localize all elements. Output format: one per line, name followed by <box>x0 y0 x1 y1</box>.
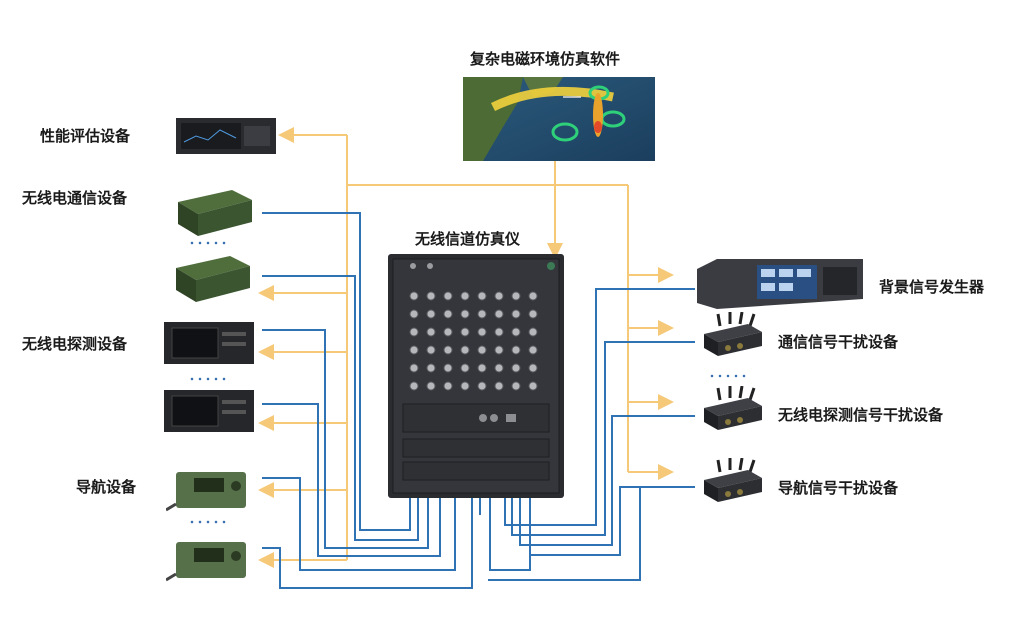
comm-jammer-device <box>704 312 762 356</box>
connector-port <box>528 363 538 373</box>
connector-port <box>460 381 470 391</box>
connector-port <box>426 363 436 373</box>
connector-port <box>511 309 521 319</box>
connector-port <box>409 309 419 319</box>
nav-jammer-device <box>704 458 762 502</box>
connector-port <box>443 381 453 391</box>
connector-port <box>443 363 453 373</box>
connector-port <box>511 363 521 373</box>
connector-port <box>443 291 453 301</box>
connector-port <box>477 327 487 337</box>
connector-port <box>494 381 504 391</box>
nav-jam-label: 导航信号干扰设备 <box>778 479 899 497</box>
connector-port <box>494 291 504 301</box>
detect-ellipsis <box>188 377 228 381</box>
connector-port <box>443 327 453 337</box>
nav-ellipsis <box>188 520 228 524</box>
center-title: 无线信道仿真仪 <box>415 230 521 248</box>
channel-simulator-device <box>388 254 564 498</box>
nav-device-1 <box>166 472 246 512</box>
connector-port <box>528 381 538 391</box>
connector-port <box>460 345 470 355</box>
perf-label: 性能评估设备 <box>40 127 131 145</box>
nav-device-2 <box>166 542 246 582</box>
perf-device <box>176 118 276 154</box>
connector-port <box>528 345 538 355</box>
connector-port <box>409 345 419 355</box>
comm-device-2 <box>176 256 250 302</box>
connector-port <box>477 309 487 319</box>
signal-lines-left <box>262 212 481 589</box>
connector-port <box>477 363 487 373</box>
detect-device-1 <box>164 322 254 364</box>
detect-label: 无线电探测设备 <box>22 335 128 353</box>
connector-port <box>443 309 453 319</box>
connector-port <box>494 363 504 373</box>
connector-port <box>528 291 538 301</box>
connector-port <box>409 381 419 391</box>
connector-port <box>460 291 470 301</box>
jammer-ellipsis <box>708 374 748 378</box>
connector-port <box>477 345 487 355</box>
control-lines <box>258 127 674 568</box>
bg-label: 背景信号发生器 <box>879 278 985 296</box>
detect-jam-label: 无线电探测信号干扰设备 <box>778 406 944 424</box>
connector-port <box>460 327 470 337</box>
connector-port <box>426 327 436 337</box>
connector-port <box>426 309 436 319</box>
connector-port <box>494 309 504 319</box>
comm-ellipsis <box>188 241 228 245</box>
connector-port <box>409 363 419 373</box>
connector-grid <box>410 262 555 270</box>
connector-port <box>528 327 538 337</box>
connector-port <box>528 309 538 319</box>
comm-label: 无线电通信设备 <box>22 189 128 207</box>
connector-port <box>443 345 453 355</box>
connector-port <box>511 327 521 337</box>
connector-port <box>460 309 470 319</box>
comm-device-1 <box>178 190 252 236</box>
software-title: 复杂电磁环境仿真软件 <box>470 50 621 68</box>
connector-port <box>477 381 487 391</box>
connector-port <box>460 363 470 373</box>
connector-port <box>477 291 487 301</box>
detect-jammer-device <box>704 386 762 430</box>
simulation-software-screenshot <box>463 77 655 161</box>
connector-port <box>511 291 521 301</box>
bg-generator-device <box>697 259 863 309</box>
connector-port <box>494 345 504 355</box>
connector-port <box>494 327 504 337</box>
connector-port <box>426 381 436 391</box>
connector-port <box>409 327 419 337</box>
signal-lines-right <box>488 288 695 581</box>
connector-port <box>511 381 521 391</box>
connector-port <box>426 345 436 355</box>
comm-jam-label: 通信信号干扰设备 <box>778 333 899 351</box>
detect-device-2 <box>164 390 254 432</box>
nav-label: 导航设备 <box>76 478 137 496</box>
connector-port <box>409 291 419 301</box>
connector-port <box>511 345 521 355</box>
connector-port <box>426 291 436 301</box>
